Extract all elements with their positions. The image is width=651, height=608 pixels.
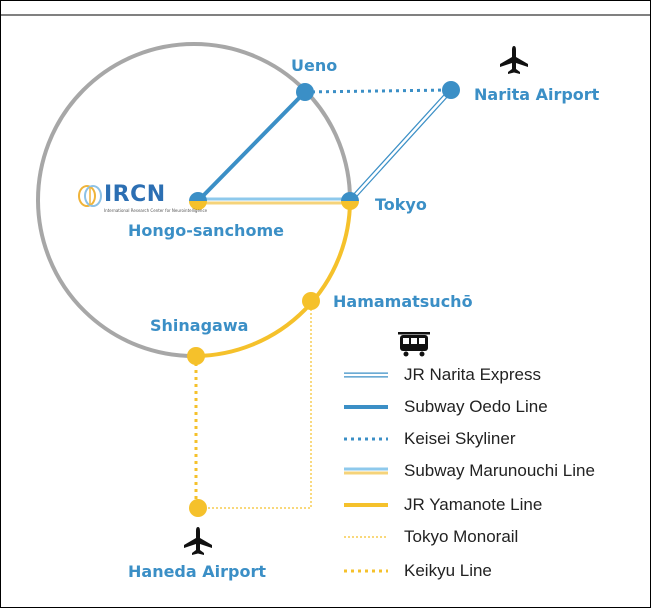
station-label-shinagawa[interactable]: Shinagawa <box>150 316 249 335</box>
legend-label-narita-express: JR Narita Express <box>404 365 541 384</box>
station-dot-hamamatsucho[interactable] <box>302 292 320 310</box>
legend-label-keikyu: Keikyu Line <box>404 561 492 580</box>
station-label-ueno[interactable]: Ueno <box>291 56 338 75</box>
logo-tagline: International Research Center for Neuroi… <box>104 208 208 213</box>
ircn-logo: IRCN International Research Center for N… <box>78 182 207 217</box>
station-dot-hongo[interactable] <box>189 192 207 210</box>
legend-label-marunouchi: Subway Marunouchi Line <box>404 461 595 480</box>
monorail-line <box>198 301 312 509</box>
airplane-icon <box>500 46 528 74</box>
station-dot-narita[interactable] <box>442 81 460 99</box>
skyliner-line <box>304 88 452 94</box>
brain-icon <box>78 185 102 207</box>
narita-express-inner <box>349 89 452 202</box>
airplane-icon <box>184 527 212 555</box>
legend-swatch-marunouchi <box>344 467 388 475</box>
legend-label-skyliner: Keisei Skyliner <box>404 429 516 448</box>
station-label-tokyo[interactable]: Tokyo <box>375 195 427 214</box>
legend-label-oedo: Subway Oedo Line <box>404 397 548 416</box>
station-dot-haneda[interactable] <box>189 499 207 517</box>
station-label-haneda[interactable]: Haneda Airport <box>128 562 266 581</box>
station-dot-tokyo[interactable] <box>341 192 359 210</box>
station-label-narita[interactable]: Narita Airport <box>474 85 600 104</box>
station-dot-ueno[interactable] <box>296 83 314 101</box>
legend-label-monorail: Tokyo Monorail <box>404 527 519 546</box>
train-icon <box>398 332 430 357</box>
oedo-line <box>196 90 307 203</box>
yamanote-line-arc <box>195 200 352 358</box>
logo-text: IRCN <box>104 182 166 207</box>
station-dot-shinagawa[interactable] <box>187 347 205 365</box>
station-label-hamamatsucho[interactable]: Hamamatsuchō <box>333 292 473 311</box>
station-label-hongo[interactable]: Hongo-sanchome <box>128 221 284 240</box>
legend-label-yamanote: JR Yamanote Line <box>404 495 543 514</box>
